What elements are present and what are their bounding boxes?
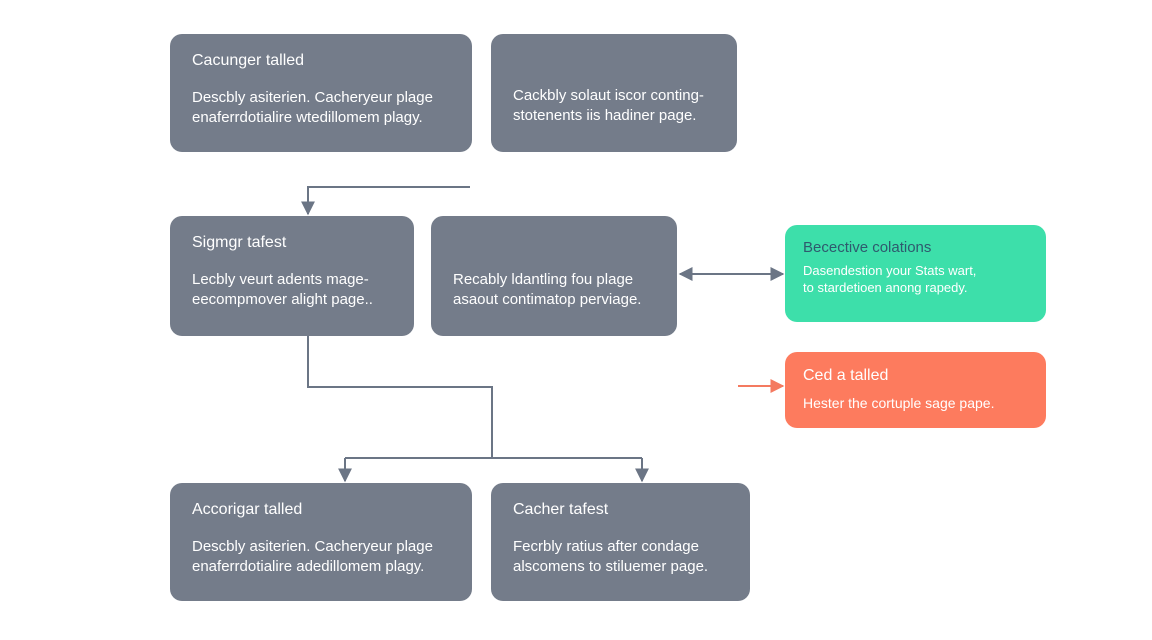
- node-text-line: Dasendestion your Stats wart,: [803, 263, 977, 278]
- node-text-line: eecompmover alight page..: [192, 291, 373, 308]
- node-bottom-right: Cacher tafest Fecrbly ratius after conda…: [491, 483, 750, 601]
- node-title: Becective colations: [803, 239, 932, 256]
- node-top-left: Cacunger talled Descbly asiterien. Cache…: [170, 34, 472, 152]
- node-text-line: asaout contimatop perviage.: [453, 291, 642, 308]
- node-text-line: enaferrdotialire adedillomem plagy.: [192, 558, 425, 575]
- connector-top-to-mid-left: [301, 186, 470, 216]
- node-text-line: Descbly asiterien. Cacheryeur plage: [192, 89, 433, 106]
- node-title: Ced a talled: [803, 367, 889, 384]
- node-text-line: Hester the cortuple sage pape.: [803, 395, 995, 411]
- node-text-line: Cackbly solaut iscor conting-: [513, 87, 704, 104]
- node-title: Accorigar talled: [192, 501, 303, 518]
- node-text-line: alscomens to stiluemer page.: [513, 558, 709, 575]
- node-text-line: to stardetioen anong rapedy.: [803, 280, 968, 295]
- node-title: Sigmgr tafest: [192, 234, 287, 251]
- node-mid-center: Recably ldantling fou plage asaout conti…: [431, 216, 677, 336]
- node-right-orange: Ced a talled Hester the cortuple sage pa…: [785, 352, 1046, 428]
- node-title: Cacher tafest: [513, 501, 609, 518]
- node-right-green: Becective colations Dasendestion your St…: [785, 225, 1046, 322]
- node-text-line: Fecrbly ratius after condage: [513, 538, 699, 555]
- node-text-line: enaferrdotialire wtedillomem plagy.: [192, 109, 423, 126]
- node-text-line: stotenents iis hadiner page.: [513, 107, 697, 124]
- connector-mid-left-down: [307, 336, 493, 458]
- node-bottom-left: Accorigar talled Descbly asiterien. Cach…: [170, 483, 472, 601]
- node-title: Cacunger talled: [192, 52, 305, 69]
- node-mid-left: Sigmgr tafest Lecbly veurt adents mage- …: [170, 216, 414, 336]
- node-text-line: Descbly asiterien. Cacheryeur plage: [192, 538, 433, 555]
- node-top-right: Cackbly solaut iscor conting- stotenents…: [491, 34, 737, 152]
- node-text-line: Recably ldantling fou plage: [453, 271, 634, 288]
- node-text-line: Lecbly veurt adents mage-: [192, 271, 369, 288]
